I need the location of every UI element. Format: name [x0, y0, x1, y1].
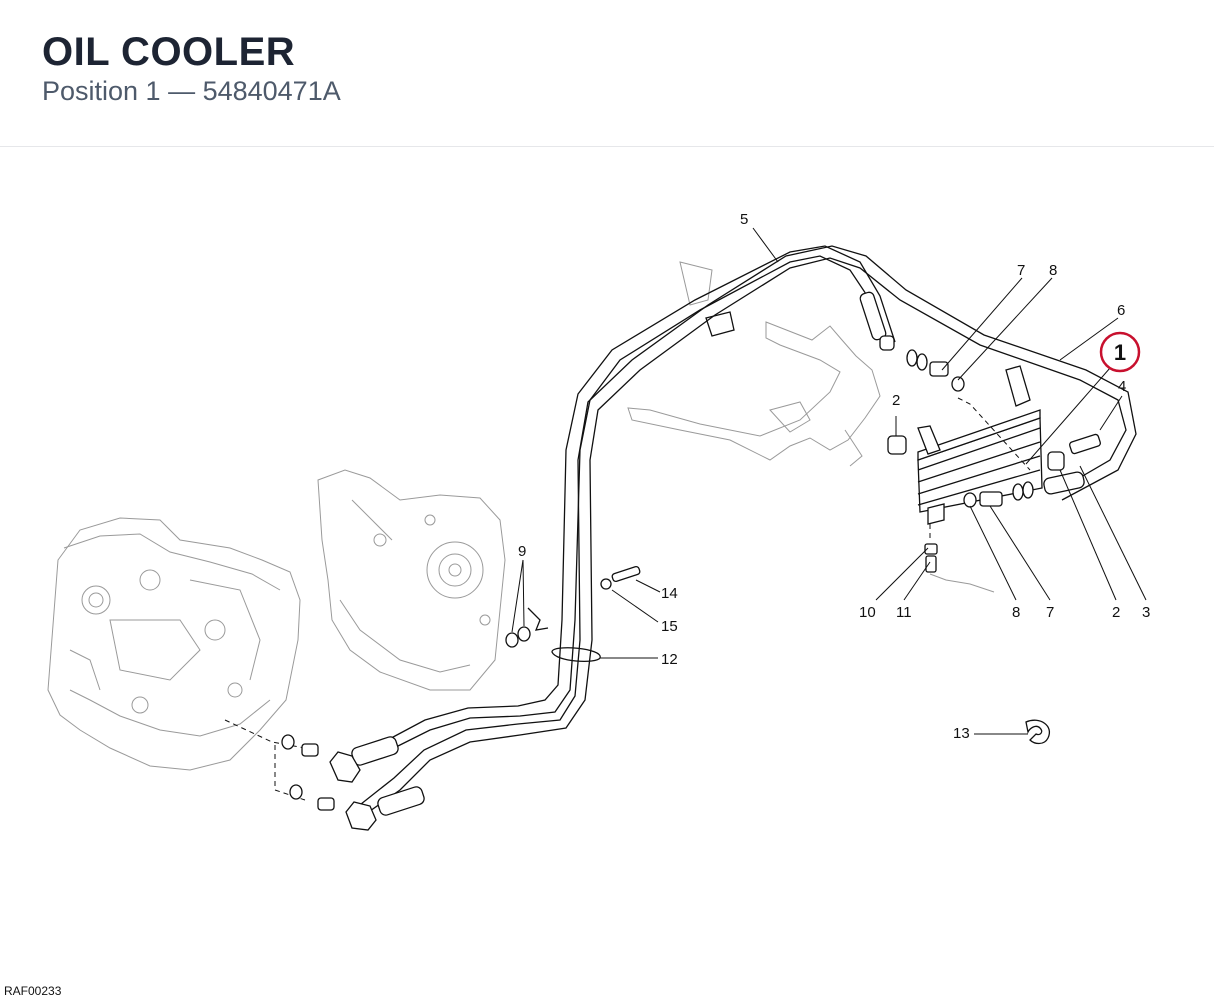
- crush-washer: [916, 353, 928, 371]
- o-ring: [1012, 483, 1024, 501]
- oil-line-5: [339, 245, 896, 769]
- hose-braid: [377, 786, 425, 816]
- assembly-line: [957, 397, 1031, 471]
- header-divider: [0, 146, 1214, 147]
- callout-8-bottom: 8: [1012, 604, 1020, 621]
- bolt-4: [1069, 433, 1101, 455]
- nut-2-top: [887, 435, 907, 455]
- hose-braid: [351, 736, 399, 766]
- callout-7-top: 7: [1017, 262, 1025, 279]
- union-7-bottom: [979, 491, 1003, 507]
- hose-end-fitting: [879, 335, 895, 351]
- frame-bracket-illustration: [627, 261, 881, 467]
- union-left: [317, 797, 335, 811]
- o-ring: [951, 376, 965, 392]
- callout-6: 6: [1117, 302, 1125, 319]
- assembly-line: [224, 719, 306, 749]
- highlight-callout-1[interactable]: 1: [1099, 331, 1141, 373]
- callout-5: 5: [740, 211, 748, 228]
- callout-9: 9: [518, 543, 526, 560]
- nut-2-right: [1047, 451, 1065, 471]
- callout-2-bottom: 2: [1112, 604, 1120, 621]
- callout-7-bottom: 7: [1046, 604, 1054, 621]
- oil-cooler-radiator: [917, 365, 1043, 525]
- banjo-fitting: [345, 801, 377, 831]
- washer-15: [600, 578, 612, 590]
- washer-left: [289, 784, 303, 800]
- clamp-13: [1025, 719, 1050, 745]
- callout-14: 14: [661, 585, 678, 602]
- callout-4: 4: [1118, 378, 1126, 395]
- oil-line-6: [355, 245, 1137, 819]
- washer-8-bottom: [963, 492, 977, 508]
- callout-2-top: 2: [892, 392, 900, 409]
- screw-14: [611, 565, 641, 583]
- hose-braid: [859, 291, 887, 341]
- washer-9: [505, 632, 519, 648]
- page-subtitle: Position 1 — 54840471A: [42, 76, 341, 106]
- highlight-label: 1: [1114, 340, 1126, 365]
- callout-11: 11: [896, 604, 912, 621]
- o-ring: [1022, 481, 1034, 499]
- fitting-10: [924, 543, 938, 555]
- washer-9: [517, 626, 531, 642]
- leader-lines: [511, 227, 1147, 735]
- drawing-reference: RAF00233: [4, 984, 62, 998]
- header: OIL COOLER Position 1 — 54840471A: [0, 0, 1214, 147]
- highlight-ring: [1099, 331, 1141, 373]
- callout-10: 10: [859, 604, 876, 621]
- page-title: OIL COOLER: [42, 30, 296, 74]
- union-fitting: [929, 361, 949, 377]
- bracket-9: [527, 607, 549, 631]
- banjo-fitting: [329, 751, 361, 783]
- callout-8-top: 8: [1049, 262, 1057, 279]
- union-left: [301, 743, 319, 757]
- crankcase-illustration: [47, 517, 301, 771]
- drain-hose: [929, 573, 995, 593]
- engine-cover-illustration: [317, 469, 506, 691]
- washer-left: [281, 734, 295, 750]
- callout-3: 3: [1142, 604, 1150, 621]
- hose-clamp-frame: [705, 311, 735, 337]
- callout-15: 15: [661, 618, 678, 635]
- callout-13: 13: [953, 725, 970, 742]
- fitting-11: [925, 555, 937, 573]
- callout-12: 12: [661, 651, 678, 668]
- crush-washer: [906, 349, 918, 367]
